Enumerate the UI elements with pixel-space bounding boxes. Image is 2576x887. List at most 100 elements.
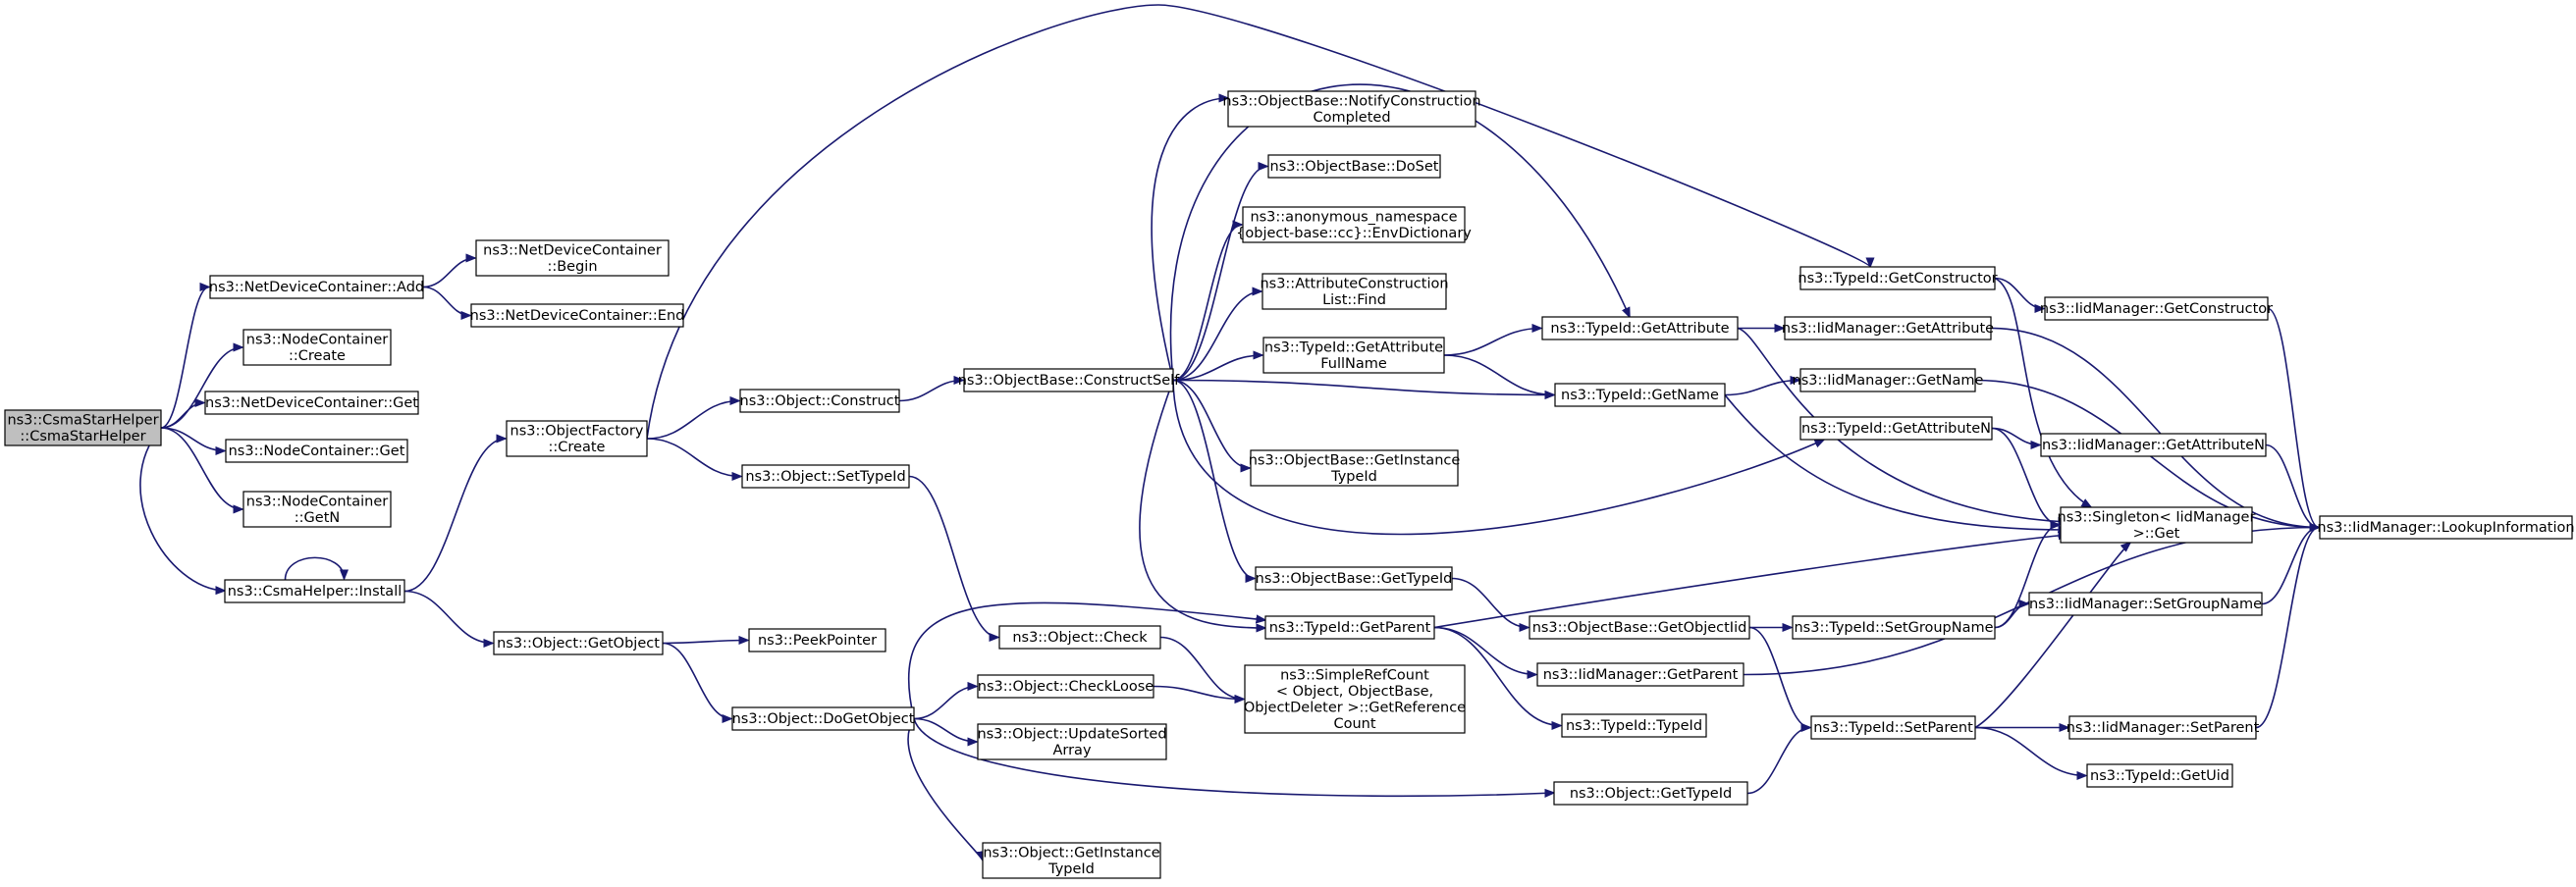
node-ns3-netdevicecontainer-add[interactable]: ns3::NetDeviceContainer::Add <box>209 275 424 299</box>
node-ns3-nodecontainer-create[interactable]: ns3::NodeContainer::Create <box>242 329 392 366</box>
node-ns3-typeid-getconstructor[interactable]: ns3::TypeId::GetConstructor <box>1798 266 1998 290</box>
node-ns3-typeid-setgroupname[interactable]: ns3::TypeId::SetGroupName <box>1792 615 1996 640</box>
edge-ns3-objectbase-gettypeid-to-ns3-objectbase-getobjectiid <box>1451 577 1529 628</box>
node-box <box>1262 337 1445 374</box>
node-ns3-object-settypeid[interactable]: ns3::Object::SetTypeId <box>741 464 910 489</box>
node-label-line: ns3::ObjectBase::GetTypeId <box>1256 571 1453 587</box>
node-box <box>2319 515 2573 540</box>
node-ns3-iidmanager-getname[interactable]: ns3::IidManager::GetName <box>1793 368 1984 392</box>
node-label-line: ns3::IidManager::SetGroupName <box>2029 597 2262 612</box>
edge-ns3-objectfactory-create-to-ns3-typeid-getconstructor <box>646 4 1870 440</box>
node-ns3-typeid-getattribute[interactable]: ns3::TypeId::GetAttribute <box>1541 316 1739 340</box>
node-label-line: ns3::TypeId::GetAttributeN <box>1801 421 1991 437</box>
node-ns3-typeid-setparent[interactable]: ns3::TypeId::SetParent <box>1810 715 1976 740</box>
node-box <box>739 389 900 413</box>
node-ns3-object-getobject[interactable]: ns3::Object::GetObject <box>493 631 664 655</box>
node-label-line: ns3::Object::GetInstance <box>983 845 1159 861</box>
node-box <box>2068 715 2257 740</box>
node-ns3-object-checkloose[interactable]: ns3::Object::CheckLoose <box>977 674 1154 699</box>
node-box <box>2060 506 2253 544</box>
edge-ns3-objectbase-getobjectiid-to-ns3-typeid-setparent <box>1748 626 1810 728</box>
node-ns3-iidmanager-getparent[interactable]: ns3::IidManager::GetParent <box>1536 662 1744 687</box>
node-box <box>242 491 392 528</box>
node-box <box>2086 763 2233 788</box>
edge-ns3-objectbase-constructself-to-ns3-typeid-getname <box>1172 379 1554 395</box>
edge-ns3-csmastarhelper-csmastarhelper-to-ns3-csmahelper-install <box>139 427 225 591</box>
node-label-line: ns3::SimpleRefCount <box>1280 667 1429 683</box>
node-ns3-objectbase-doset[interactable]: ns3::ObjectBase::DoSet <box>1267 154 1441 179</box>
node-label-line: ns3::TypeId::GetAttribute <box>1264 339 1443 355</box>
node-label-line: ns3::Object::CheckLoose <box>978 679 1154 695</box>
node-label-line: Array <box>1052 743 1091 758</box>
node-ns3-iidmanager-setgroupname[interactable]: ns3::IidManager::SetGroupName <box>2028 592 2263 616</box>
node-box <box>4 409 162 446</box>
node-ns3-object-dogetobject[interactable]: ns3::Object::DoGetObject <box>731 706 915 731</box>
node-ns3-object-construct[interactable]: ns3::Object::Construct <box>739 389 900 413</box>
node-ns3-nodecontainer-getn[interactable]: ns3::NodeContainer::GetN <box>242 491 392 528</box>
node-label-line: ns3::Singleton< IidManager <box>2058 509 2256 525</box>
node-box <box>1255 566 1453 591</box>
node-box <box>1267 154 1441 179</box>
node-ns3-objectbase-constructself[interactable]: ns3::ObjectBase::ConstructSelf <box>958 368 1180 392</box>
node-ns3-iidmanager-getconstructor[interactable]: ns3::IidManager::GetConstructor <box>2040 296 2273 321</box>
node-box <box>470 303 684 328</box>
node-ns3-singleton-iidmanager-get[interactable]: ns3::Singleton< IidManager>::Get <box>2058 506 2256 544</box>
node-label-line: {object-base::cc}::EnvDictionary <box>1236 226 1472 241</box>
edge-ns3-typeid-getname-to-ns3-singleton-iidmanager-get <box>1724 393 2067 531</box>
node-ns3-typeid-getattributen[interactable]: ns3::TypeId::GetAttributeN <box>1799 416 1993 441</box>
node-label-line: ns3::CsmaHelper::Install <box>228 584 402 600</box>
node-ns3-typeid-getname[interactable]: ns3::TypeId::GetName <box>1554 383 1726 407</box>
edge-ns3-objectbase-constructself-to-ns3-attributeconstructionlist-find <box>1172 291 1261 382</box>
node-ns3-objectbase-getobjectiid[interactable]: ns3::ObjectBase::GetObjectIid <box>1529 615 1750 640</box>
node-ns3-object-check[interactable]: ns3::Object::Check <box>998 625 1161 650</box>
node-ns3-typeid-getparent[interactable]: ns3::TypeId::GetParent <box>1264 615 1435 640</box>
node-ns3-anonymous-namespace-object-base-cc-envdictionary[interactable]: ns3::anonymous_namespace{object-base::cc… <box>1236 206 1472 243</box>
node-ns3-iidmanager-setparent[interactable]: ns3::IidManager::SetParent <box>2066 715 2260 740</box>
edge-ns3-object-dogetobject-to-ns3-object-updatesortedarray <box>913 717 977 743</box>
edge-ns3-object-getobject-to-ns3-peekpointer <box>662 641 748 644</box>
node-ns3-netdevicecontainer-get[interactable]: ns3::NetDeviceContainer::Get <box>204 391 419 415</box>
node-box <box>1227 90 1476 128</box>
edge-ns3-typeid-setgroupname-to-ns3-singleton-iidmanager-get <box>1994 525 2060 629</box>
node-ns3-object-gettypeid[interactable]: ns3::Object::GetTypeId <box>1553 781 1748 806</box>
node-ns3-objectbase-notifyconstructioncompleted[interactable]: ns3::ObjectBase::NotifyConstructionCompl… <box>1222 90 1481 128</box>
edge-ns3-object-dogetobject-to-ns3-object-getinstancetypeid <box>907 718 983 861</box>
node-label-line: ns3::Object::SetTypeId <box>745 469 905 485</box>
node-ns3-objectbase-gettypeid[interactable]: ns3::ObjectBase::GetTypeId <box>1255 566 1453 591</box>
edge-ns3-csmastarhelper-csmastarhelper-to-ns3-nodecontainer-create <box>160 347 242 429</box>
edge-ns3-objectbase-constructself-to-ns3-typeid-getparent <box>1139 380 1265 629</box>
node-ns3-typeid-typeid[interactable]: ns3::TypeId::TypeId <box>1561 713 1707 738</box>
node-ns3-peekpointer[interactable]: ns3::PeekPointer <box>748 628 886 652</box>
node-label-line: ns3::TypeId::GetParent <box>1269 620 1431 636</box>
node-ns3-simplerefcount-object-objectbase-objectdeleter-getreferencecount[interactable]: ns3::SimpleRefCount< Object, ObjectBase,… <box>1244 664 1466 734</box>
node-ns3-csmastarhelper-csmastarhelper[interactable]: ns3::CsmaStarHelper::CsmaStarHelper <box>4 409 162 446</box>
node-ns3-objectfactory-create[interactable]: ns3::ObjectFactory::Create <box>506 420 648 457</box>
node-ns3-iidmanager-lookupinformation[interactable]: ns3::IidManager::LookupInformation <box>2317 515 2575 540</box>
node-label-line: Completed <box>1313 110 1390 126</box>
node-ns3-netdevicecontainer-begin[interactable]: ns3::NetDeviceContainer::Begin <box>475 239 670 277</box>
node-label-line: ns3::ObjectBase::NotifyConstruction <box>1222 93 1480 109</box>
node-label-line: ns3::TypeId::SetGroupName <box>1794 620 1993 636</box>
edge-ns3-objectbase-constructself-to-ns3-typeid-getattributen <box>1172 380 1824 536</box>
edge-ns3-typeid-setparent-to-ns3-singleton-iidmanager-get <box>1974 543 2130 729</box>
node-label-line: ns3::IidManager::GetParent <box>1543 667 1739 683</box>
node-ns3-nodecontainer-get[interactable]: ns3::NodeContainer::Get <box>225 439 408 463</box>
node-ns3-typeid-getuid[interactable]: ns3::TypeId::GetUid <box>2086 763 2233 788</box>
edge-ns3-object-gettypeid-to-ns3-typeid-setparent <box>1746 728 1810 795</box>
node-label-line: >::Get <box>2133 526 2180 542</box>
node-ns3-iidmanager-getattributen[interactable]: ns3::IidManager::GetAttributeN <box>2040 433 2267 457</box>
edge-ns3-typeid-getname-to-ns3-iidmanager-getname <box>1724 381 1799 396</box>
node-label-line: ns3::ObjectBase::DoSet <box>1270 159 1439 175</box>
node-ns3-iidmanager-getattribute[interactable]: ns3::IidManager::GetAttribute <box>1782 316 1994 340</box>
node-box <box>963 368 1174 392</box>
edge-ns3-typeid-getattributefullname-to-ns3-typeid-getname <box>1443 354 1554 395</box>
edge-ns3-typeid-getattributen-to-ns3-singleton-iidmanager-get <box>1991 427 2060 526</box>
node-box <box>977 674 1154 699</box>
node-ns3-csmahelper-install[interactable]: ns3::CsmaHelper::Install <box>224 579 405 603</box>
node-ns3-netdevicecontainer-end[interactable]: ns3::NetDeviceContainer::End <box>470 303 685 328</box>
